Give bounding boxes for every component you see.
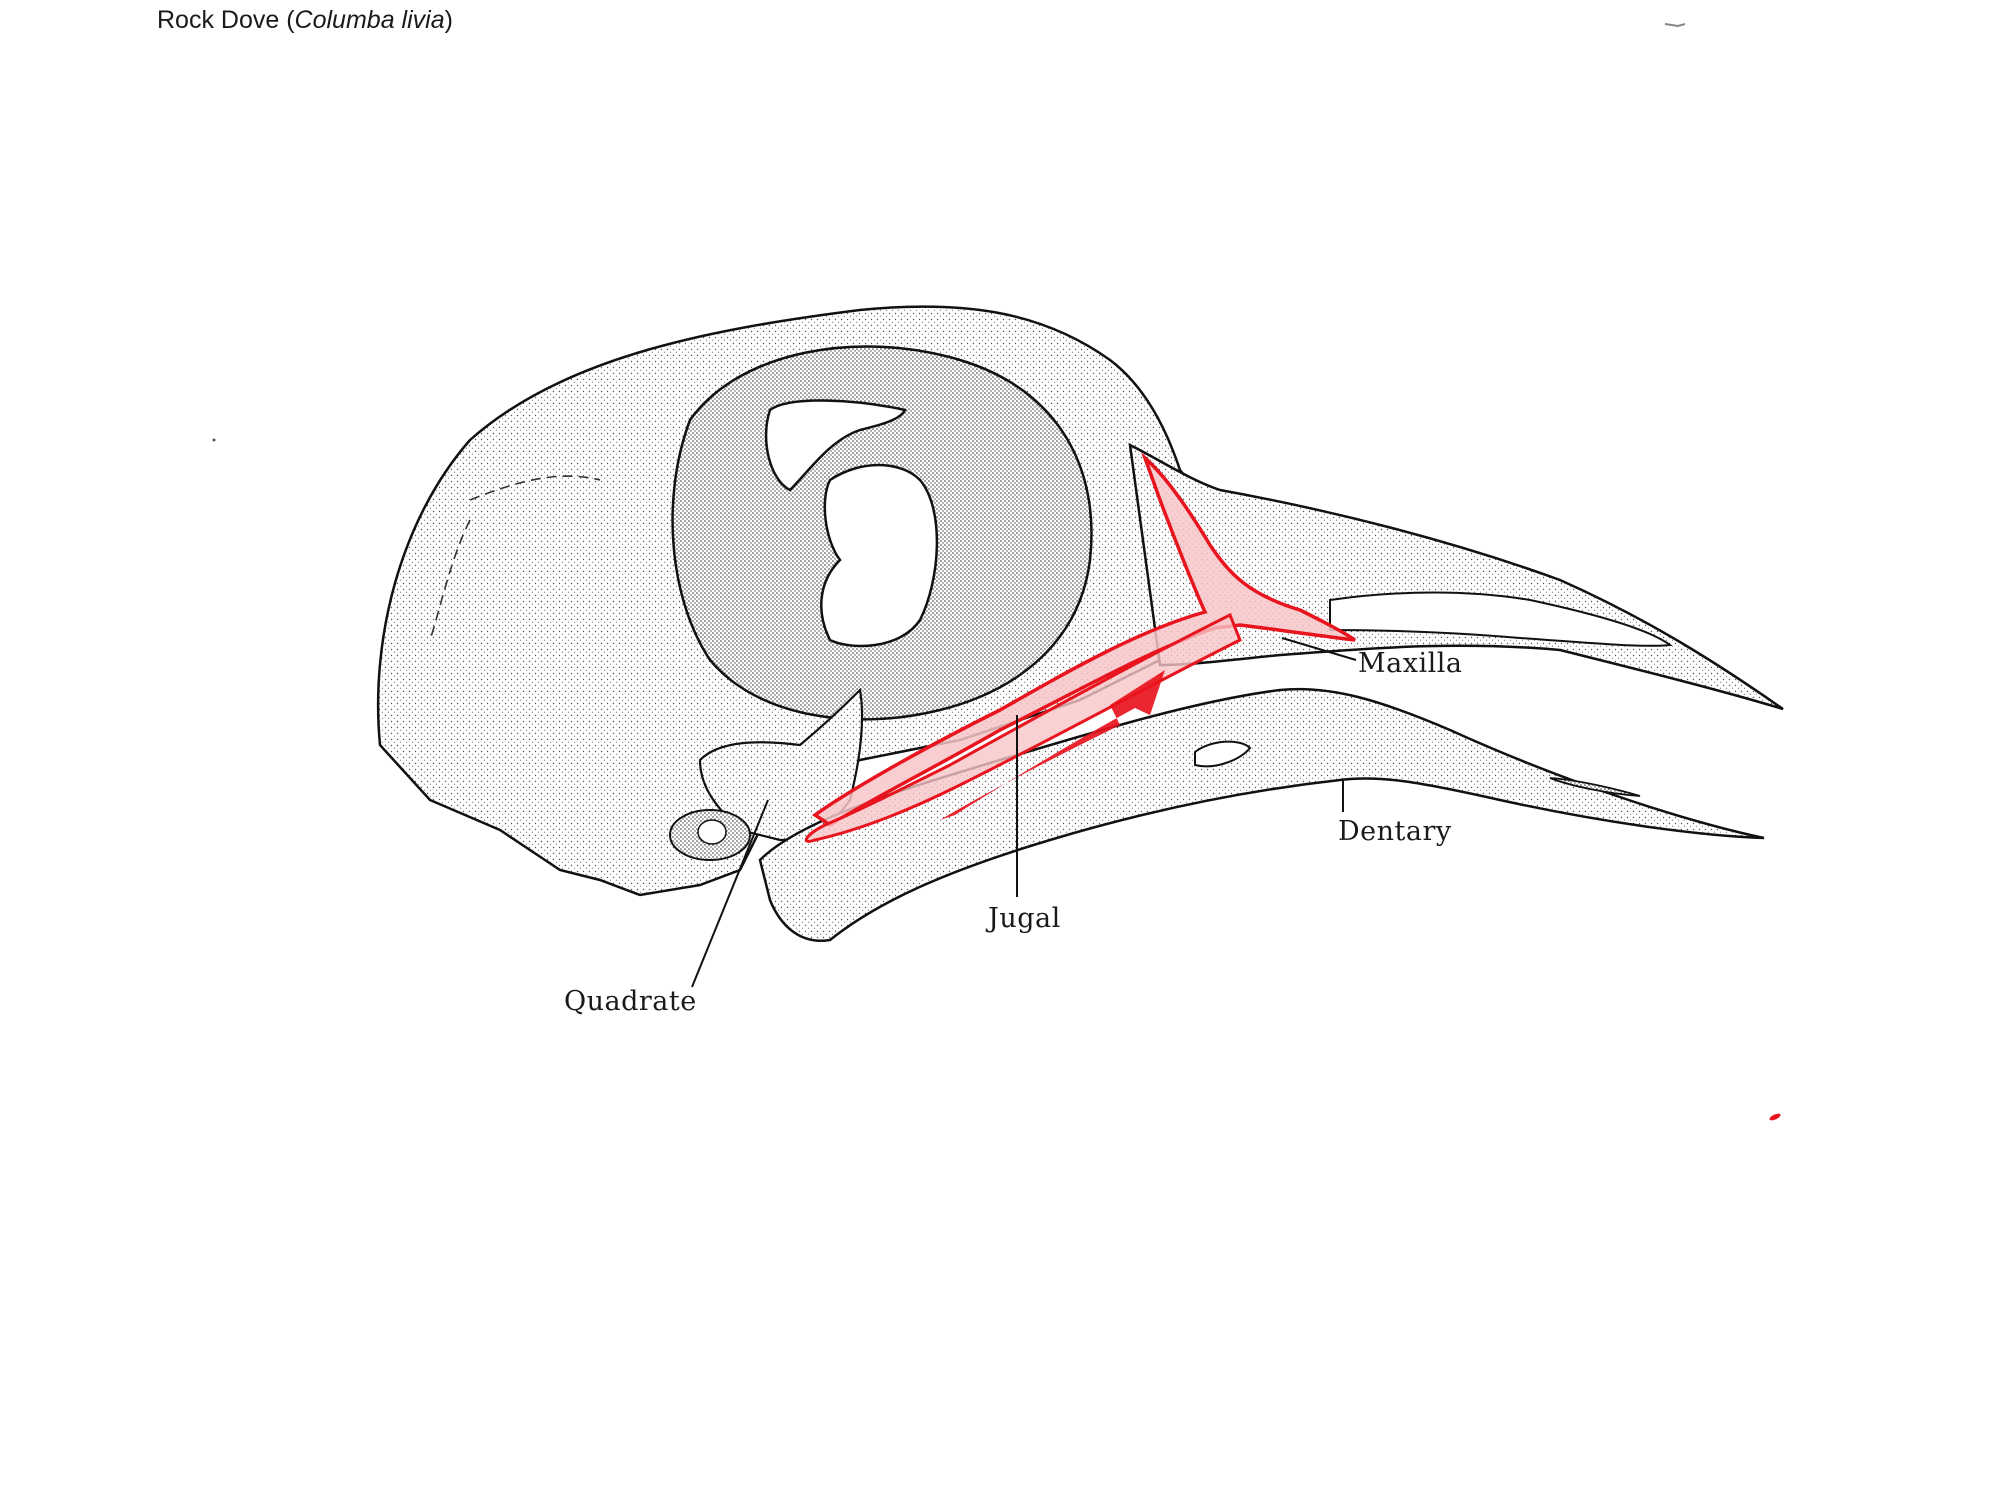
maxilla-leader	[1281, 637, 1357, 661]
red-speck-mark	[1769, 1113, 1781, 1121]
label-quadrate: Quadrate	[564, 986, 697, 1017]
quadrate-leader	[691, 799, 769, 988]
red-arrow-icon	[940, 670, 1165, 820]
maxilla-highlight	[811, 452, 1356, 828]
orbit-opening-main	[820, 463, 939, 648]
title-close-paren: )	[444, 6, 453, 34]
speck-mark	[1664, 23, 1686, 28]
scientific-name: Columba livia	[294, 6, 445, 34]
jugal-highlight	[804, 612, 1242, 843]
common-name: Rock Dove (	[157, 6, 295, 34]
label-maxilla: Maxilla	[1358, 648, 1463, 679]
orbit-opening-upper	[764, 399, 907, 492]
suture-line	[429, 475, 601, 641]
label-dentary: Dentary	[1338, 816, 1452, 847]
label-jugal: Jugal	[988, 903, 1061, 934]
figure-title: Rock Dove (Columba livia)	[157, 6, 453, 35]
